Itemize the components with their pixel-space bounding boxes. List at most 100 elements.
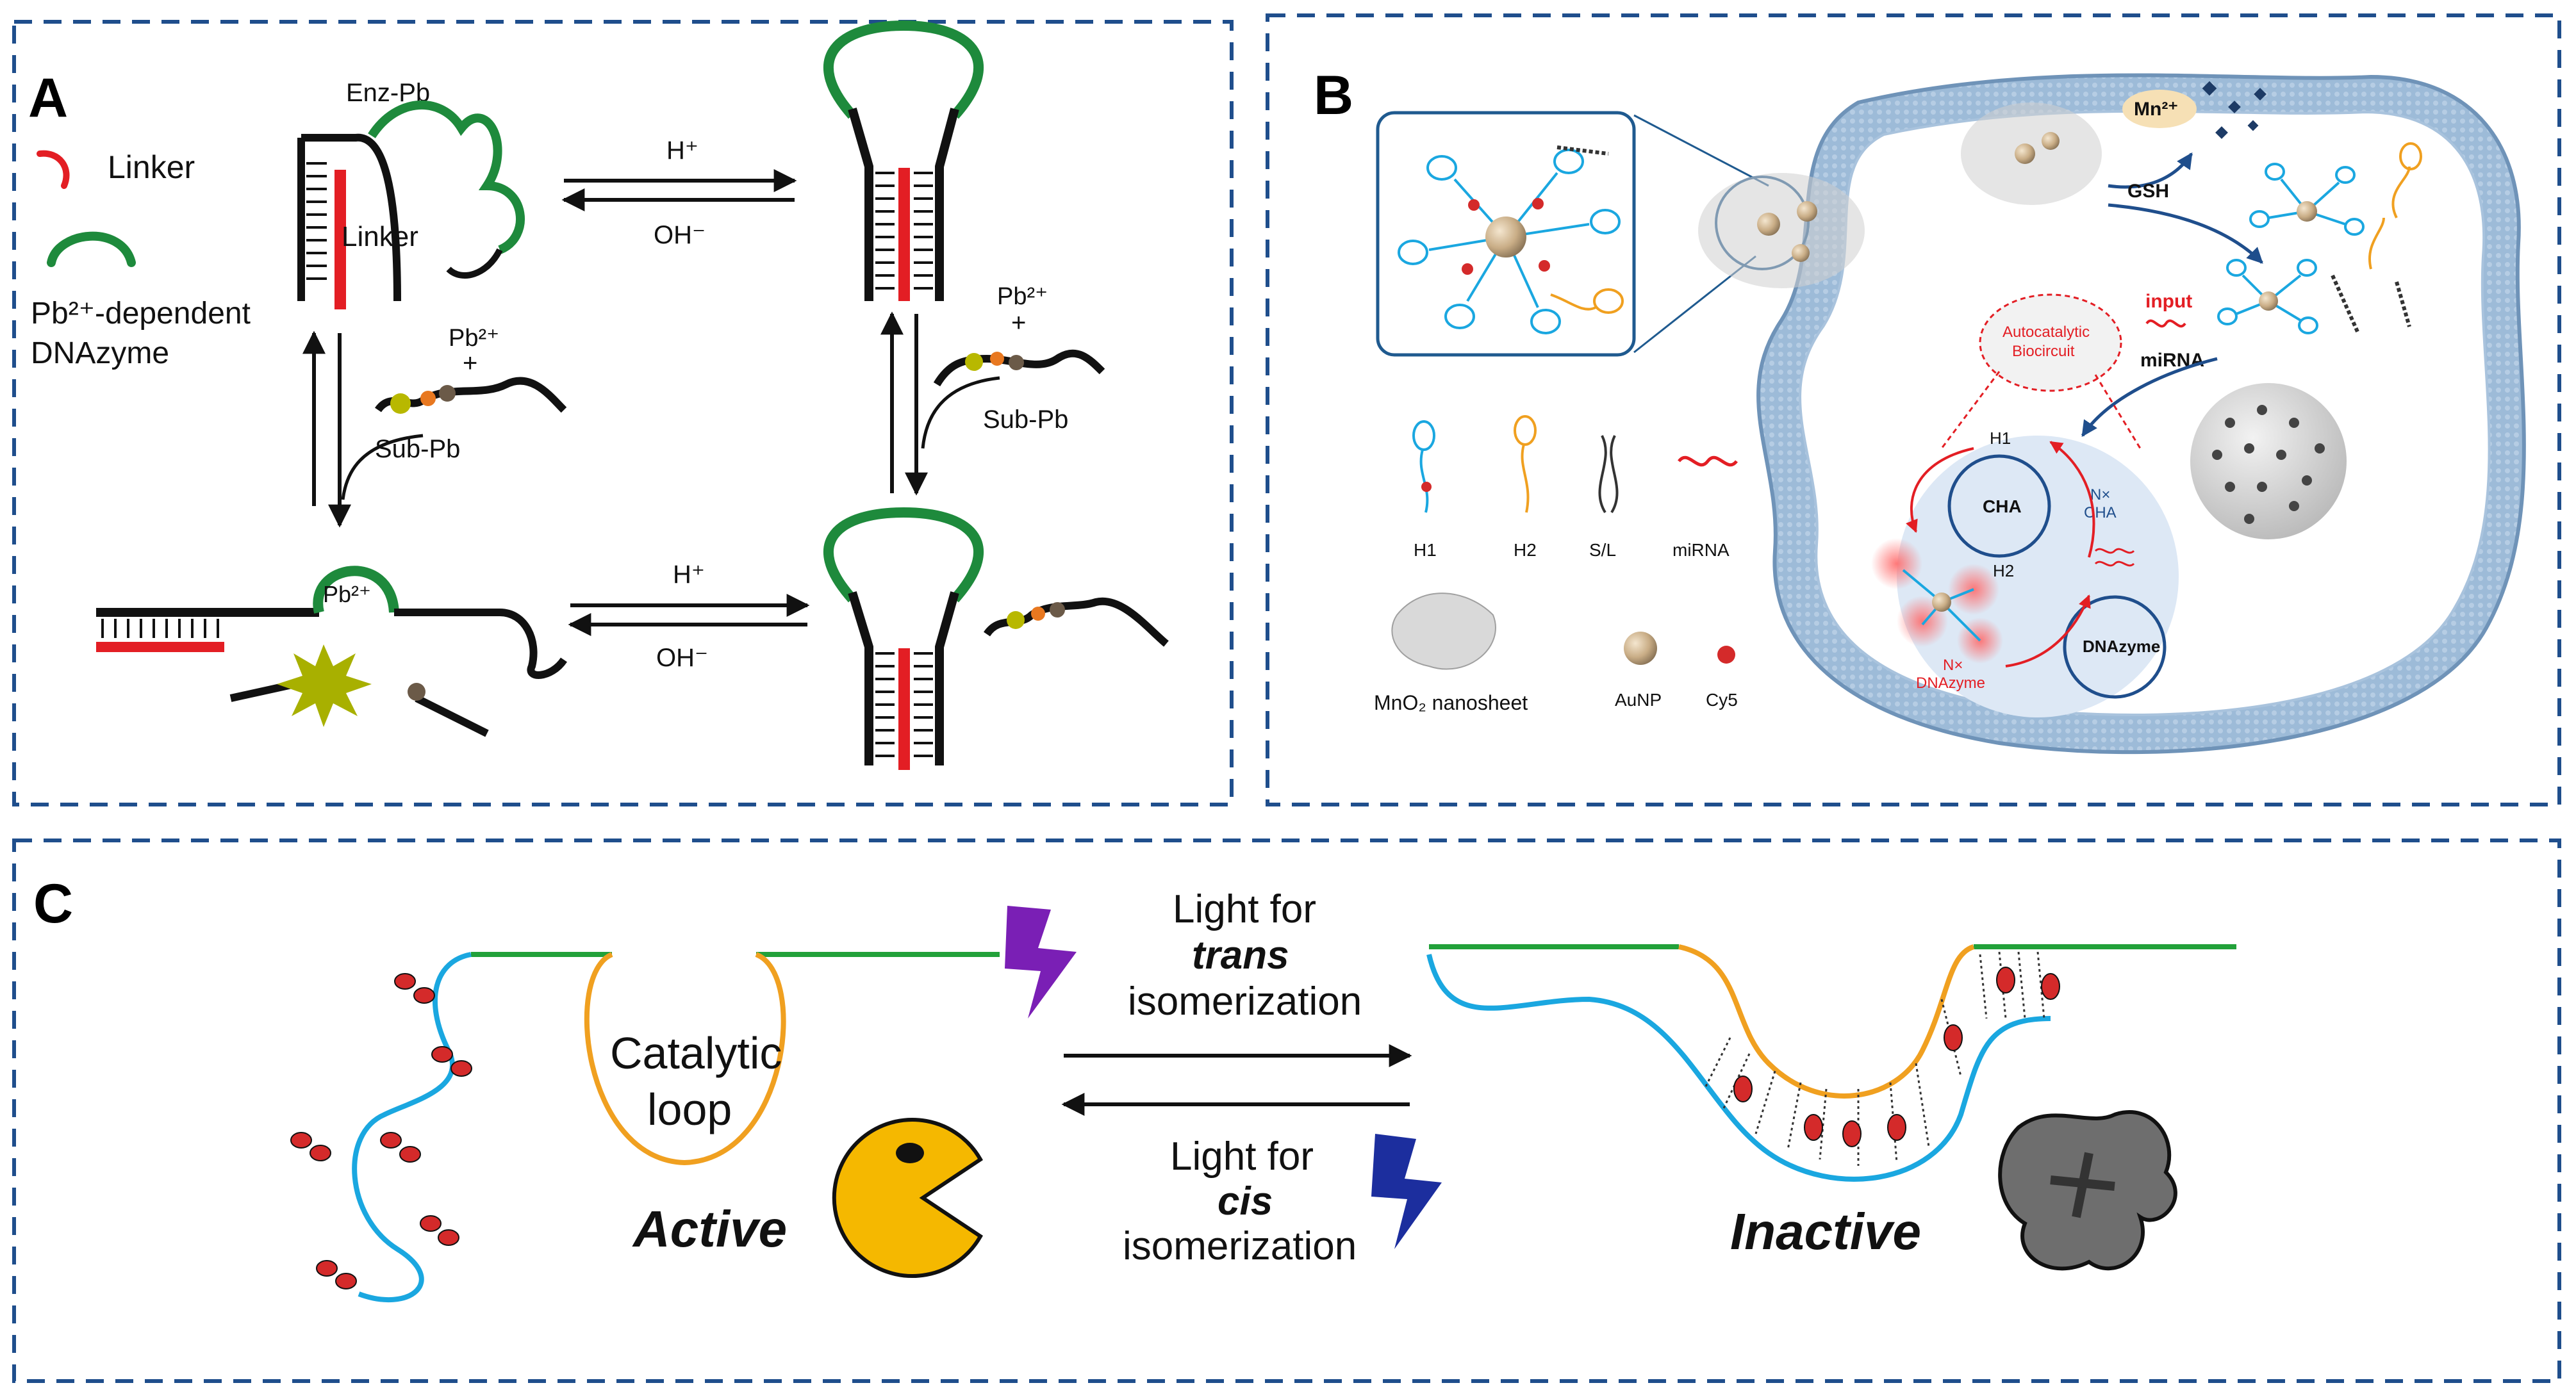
zoom-cy5-1 bbox=[1468, 199, 1480, 211]
zoom-cy5-3 bbox=[1462, 263, 1473, 275]
input-h2 bbox=[2368, 217, 2385, 270]
panel-b-frame bbox=[1266, 13, 2561, 806]
nx-cha-label-2: CHA bbox=[2084, 504, 2117, 521]
biocircuit-pointer-2 bbox=[2094, 374, 2142, 449]
h2-cycle-label: H2 bbox=[1993, 561, 2014, 580]
mirna-arrow bbox=[2081, 357, 2218, 438]
legend-mno2-label: MnO₂ nanosheet bbox=[1374, 691, 1528, 714]
active-azo-groups bbox=[290, 973, 472, 1289]
legend-mno2-icon bbox=[1391, 593, 1496, 670]
mirna-waves bbox=[2094, 548, 2135, 567]
input-sl-2 bbox=[2395, 281, 2411, 327]
arrow-left-curve bbox=[341, 434, 424, 500]
bl-fluor-burst bbox=[277, 644, 372, 727]
mirna-arrow-label: miRNA bbox=[2140, 350, 2204, 371]
mno2-sheet-cluster bbox=[1698, 173, 1865, 288]
dnazyme-cycle bbox=[2063, 595, 2167, 699]
sub-pb-right-quencher bbox=[1009, 355, 1024, 370]
zoom-cy5-4 bbox=[1539, 260, 1550, 272]
dnazyme-cycle-label: DNAzyme bbox=[2083, 637, 2160, 656]
legend-linker-label: Linker bbox=[108, 149, 195, 185]
hairpin-br-stem-right bbox=[935, 591, 959, 765]
input-sl-1 bbox=[2331, 274, 2360, 334]
zoom-cy5-2 bbox=[1532, 198, 1544, 209]
legend-mirna-label: miRNA bbox=[1672, 540, 1730, 560]
release-arrow bbox=[2108, 203, 2263, 264]
legend-h2-icon bbox=[1514, 415, 1537, 513]
hairpin-br-stem-left bbox=[848, 591, 873, 765]
panel-b: B Mn bbox=[1314, 65, 2526, 755]
legend-aunp-icon bbox=[1624, 632, 1657, 665]
oh-minus-top: OH⁻ bbox=[654, 221, 706, 249]
inactive-blob bbox=[1998, 1110, 2177, 1271]
enz-tail bbox=[446, 248, 503, 279]
sub-pb-left-fluor bbox=[390, 393, 411, 414]
legend-cy5-label: Cy5 bbox=[1706, 690, 1738, 710]
panel-a-letter: A bbox=[28, 67, 68, 129]
zoom-aunp bbox=[1485, 217, 1526, 258]
legend-dnazyme-swatch bbox=[47, 231, 136, 267]
pb2-right: Pb²⁺ bbox=[997, 283, 1048, 310]
hairpin-tr-stem-left bbox=[848, 108, 873, 301]
hairpin-br-loop bbox=[823, 507, 984, 603]
light-cis-2: cis bbox=[1218, 1179, 1273, 1223]
legend-sl-label: S/L bbox=[1589, 540, 1616, 560]
legend-h2-label: H2 bbox=[1514, 540, 1537, 560]
red-loop-arrow-1 bbox=[1906, 447, 1974, 533]
legend-dnazyme-label-1: Pb²⁺-dependent bbox=[31, 297, 251, 331]
light-trans-2: trans bbox=[1192, 933, 1289, 978]
bolt-purple bbox=[1005, 906, 1077, 1019]
porous-sphere bbox=[2190, 383, 2347, 539]
sub-pb-right-fluor bbox=[965, 353, 983, 371]
panel-a: A Linker Pb²⁺-dependent DNAzyme Enz-Pb L… bbox=[28, 20, 1169, 770]
pacman-eye bbox=[896, 1143, 924, 1163]
panel-c-letter: C bbox=[33, 873, 73, 935]
released-h2 bbox=[2391, 166, 2411, 218]
zoom-line-top bbox=[1633, 114, 1769, 187]
enz-strand-top bbox=[301, 133, 401, 302]
hairpin-br-linker bbox=[898, 648, 910, 770]
catalytic-loop-label-1: Catalytic bbox=[610, 1028, 782, 1078]
legend-h1-label: H1 bbox=[1414, 540, 1437, 560]
active-cyan-strand bbox=[352, 952, 472, 1302]
h-plus-bottom: H⁺ bbox=[673, 560, 705, 589]
legend-mirna-icon bbox=[1678, 455, 1738, 467]
enz-dnazyme-loop bbox=[368, 100, 525, 254]
light-trans-3: isomerization bbox=[1128, 979, 1362, 1024]
h1-cycle-label: H1 bbox=[1990, 429, 2011, 448]
hairpin-tr-stem-right bbox=[935, 108, 959, 301]
enz-linker-label: Linker bbox=[342, 221, 418, 252]
legend-h1-cy5 bbox=[1421, 482, 1432, 492]
pacman bbox=[832, 1118, 983, 1278]
autocatalytic-label-1: Autocatalytic bbox=[2002, 323, 2090, 341]
legend-cy5-icon bbox=[1717, 646, 1735, 664]
hairpin-tr-loop bbox=[823, 20, 984, 119]
legend-aunp-label: AuNP bbox=[1615, 690, 1662, 710]
enz-base-pairs bbox=[306, 162, 327, 280]
enz-linker-bar bbox=[334, 170, 346, 309]
legend-dnazyme-label-2: DNAzyme bbox=[31, 336, 169, 370]
inactive-azo-groups bbox=[1733, 967, 2060, 1147]
pb-in-loop: Pb²⁺ bbox=[323, 581, 371, 607]
sub-pb-right-ribo bbox=[990, 352, 1004, 366]
top-aunp-1 bbox=[2015, 143, 2035, 164]
catalytic-loop bbox=[584, 952, 786, 1166]
biocircuit-pointer-1 bbox=[1940, 371, 2001, 449]
light-trans-1: Light for bbox=[1173, 887, 1316, 931]
biocircuit-bubble bbox=[1979, 293, 2122, 392]
red-loop-arrow-2 bbox=[2005, 594, 2091, 667]
sub-pb-left-quencher bbox=[439, 385, 456, 402]
sub-pb-left-ribo bbox=[420, 391, 436, 406]
sphere-pores bbox=[2212, 405, 2325, 524]
bl-right-strand bbox=[394, 609, 567, 679]
active-label: Active bbox=[632, 1200, 787, 1257]
legend-sl-icon bbox=[1598, 435, 1619, 514]
sub-pb-br-fluor bbox=[1007, 611, 1025, 629]
sub-pb-right-strand bbox=[933, 349, 1105, 387]
oh-minus-bottom: OH⁻ bbox=[656, 644, 708, 672]
autocatalytic-label-2: Biocircuit bbox=[2012, 343, 2075, 360]
bl-loop bbox=[313, 566, 399, 614]
zoom-sl-duplex bbox=[1556, 145, 1609, 156]
bolt-blue bbox=[1371, 1134, 1442, 1249]
